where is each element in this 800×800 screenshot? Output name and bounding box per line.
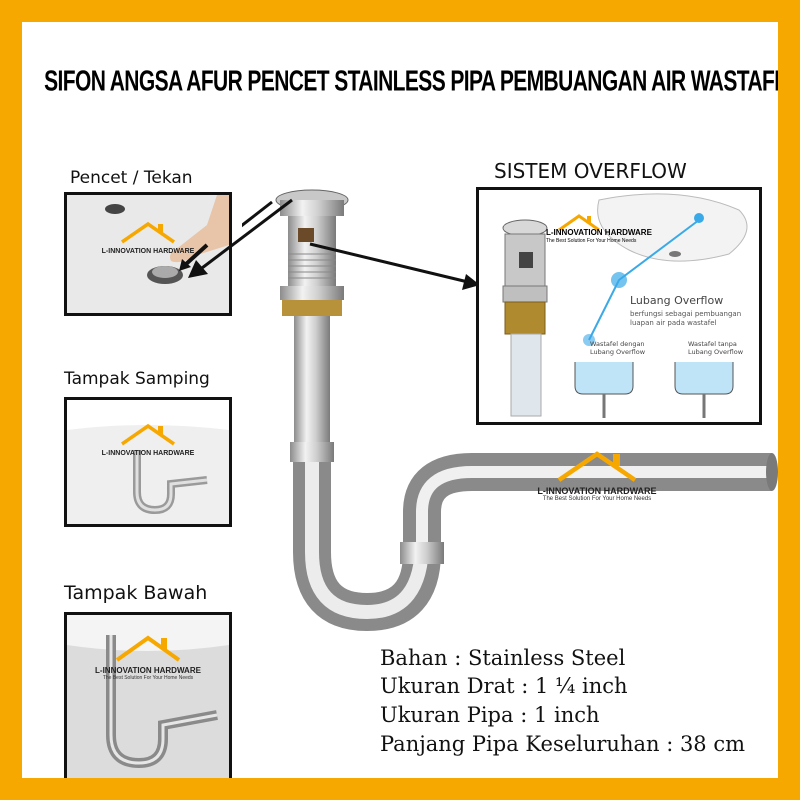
pointer-arrow	[183, 243, 209, 267]
spec-drat: Ukuran Drat : 1 ¼ inch	[380, 674, 628, 698]
label-pencet: Pencet / Tekan	[70, 168, 193, 188]
basin-without-overflow	[674, 362, 734, 395]
pointer-arrows	[188, 198, 480, 290]
overflow-box	[476, 187, 762, 425]
spec-bahan: Bahan : Stainless Steel	[380, 646, 626, 670]
house-logo-icon	[558, 214, 600, 232]
thumb-logo-3: L-INNOVATION HARDWARE The Best Solution …	[82, 634, 214, 681]
samping-photo	[67, 400, 229, 524]
lubang-desc-2: luapan air pada wastafel	[630, 319, 717, 327]
pencet-photo	[67, 195, 229, 313]
thumb-pencet	[64, 192, 232, 316]
product-title: SIFON ANGSA AFUR PENCET STAINLESS PIPA P…	[44, 66, 800, 98]
threaded-body	[288, 216, 336, 286]
finger-shape	[170, 195, 229, 263]
overflow-hole	[105, 204, 125, 214]
overflow-brand: L-INNOVATION HARDWARE	[546, 228, 652, 237]
center-logo: L-INNOVATION HARDWARE The Best Solution …	[522, 450, 672, 502]
spec-panjang: Panjang Pipa Keseluruhan : 38 cm	[380, 732, 746, 756]
house-logo-icon	[115, 635, 181, 662]
bend-nut	[400, 542, 444, 564]
house-logo-icon	[121, 423, 175, 446]
overflow-brass	[504, 301, 546, 335]
overflow-dot	[694, 213, 704, 223]
overflow-diagram	[479, 190, 759, 422]
siphon-illustration	[242, 189, 778, 632]
overflow-tagline: The Best Solution For Your Home Needs	[546, 238, 637, 244]
arrow-to-overflow	[309, 242, 469, 284]
bawah-photo	[67, 615, 229, 778]
arrow-to-pencet	[201, 198, 293, 270]
thumb-logo-1: L-INNOVATION HARDWARE	[84, 220, 212, 255]
vertical-pipe	[294, 316, 330, 462]
house-logo-icon	[557, 451, 637, 482]
lock-nut	[280, 286, 344, 300]
basin-shape	[597, 193, 748, 262]
with-overflow-1: Wastafel dengan	[590, 340, 645, 348]
overflow-title: SISTEM OVERFLOW	[494, 159, 687, 183]
overflow-slot	[298, 228, 314, 242]
drain-flange	[280, 200, 344, 216]
without-overflow-1: Wastafel tanpa	[688, 340, 737, 348]
brass-washer	[282, 300, 342, 316]
house-logo-icon	[121, 221, 175, 244]
lubang-title: Lubang Overflow	[630, 294, 724, 307]
basin-with-overflow	[574, 362, 634, 395]
label-samping: Tampak Samping	[64, 369, 210, 389]
without-overflow-2: Lubang Overflow	[688, 348, 744, 356]
thumb-bawah	[64, 612, 232, 778]
pipe-nut	[290, 442, 334, 462]
thumb-samping	[64, 397, 232, 527]
spec-pipa: Ukuran Pipa : 1 inch	[380, 703, 600, 727]
with-overflow-2: Lubang Overflow	[590, 348, 646, 356]
label-bawah: Tampak Bawah	[64, 582, 208, 604]
thumb-logo-2: L-INNOVATION HARDWARE	[84, 422, 212, 457]
lubang-desc-1: berfungsi sebagai pembuangan	[630, 310, 742, 318]
